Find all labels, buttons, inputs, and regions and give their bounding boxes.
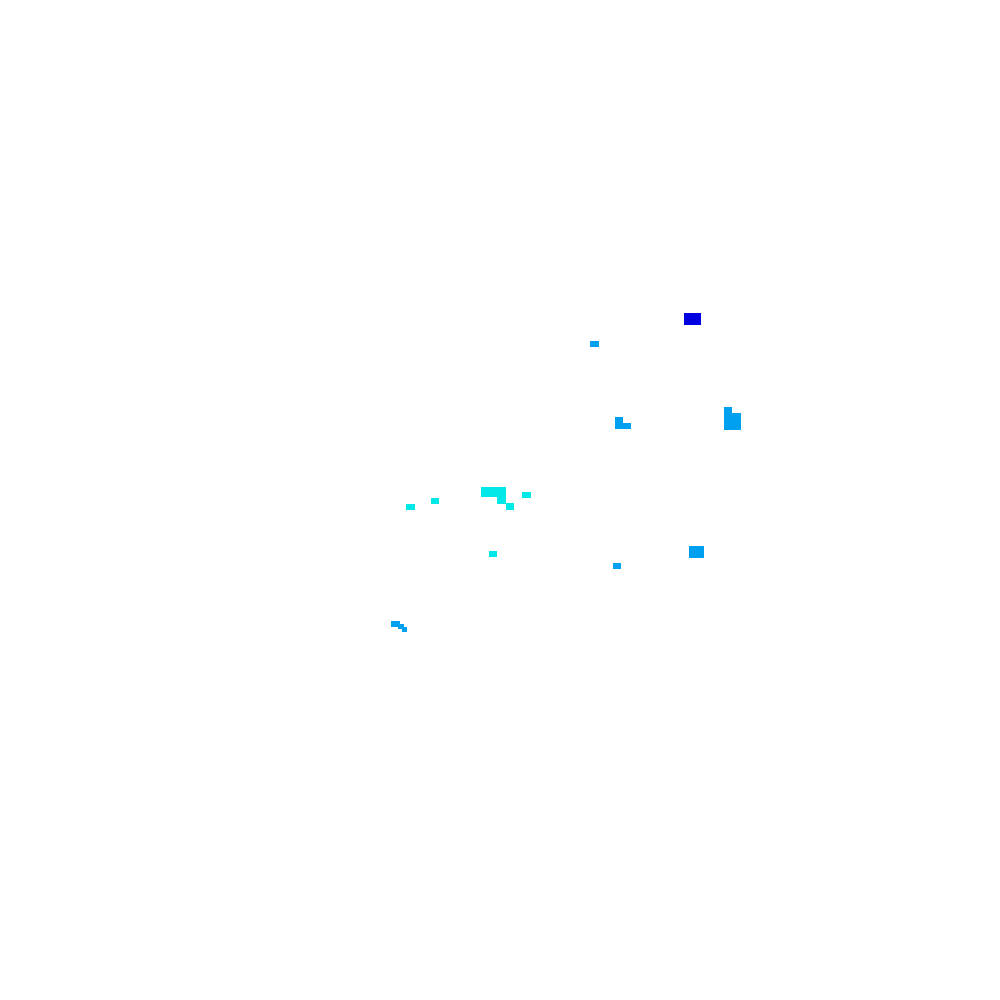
azure-patch-1-block: [590, 341, 599, 347]
azure-patch-2-block: [615, 423, 631, 429]
dark-blue-patch: [684, 313, 701, 325]
cyan-patch-4-block: [522, 492, 531, 498]
azure-patch-5: [613, 563, 621, 569]
azure-patch-6-block: [402, 627, 407, 632]
cyan-patch-1-block: [481, 487, 506, 497]
cyan-patch-5: [431, 498, 439, 504]
azure-patch-4-block: [689, 546, 704, 558]
dark-blue-patch-block: [684, 313, 701, 325]
cyan-patch-4: [522, 492, 531, 498]
cyan-patch-2-block: [497, 497, 506, 504]
azure-patch-5-block: [613, 563, 621, 569]
azure-patch-6-block: [391, 621, 400, 627]
cyan-patch-2: [497, 497, 506, 504]
azure-patch-3: [724, 407, 741, 430]
azure-patch-6-block: [398, 624, 404, 629]
azure-patch-6: [391, 621, 407, 632]
cyan-patch-3-block: [506, 503, 514, 510]
azure-patch-4: [689, 546, 704, 558]
azure-patch-3-block: [724, 413, 741, 430]
cyan-patch-6-block: [406, 504, 415, 510]
azure-patch-1: [590, 341, 599, 347]
cyan-patch-1: [481, 487, 506, 497]
cyan-patch-6: [406, 504, 415, 510]
cyan-patch-5-block: [431, 498, 439, 504]
azure-patch-2: [615, 417, 631, 429]
cyan-patch-7: [489, 551, 497, 557]
cyan-patch-3: [506, 503, 514, 510]
cyan-patch-7-block: [489, 551, 497, 557]
